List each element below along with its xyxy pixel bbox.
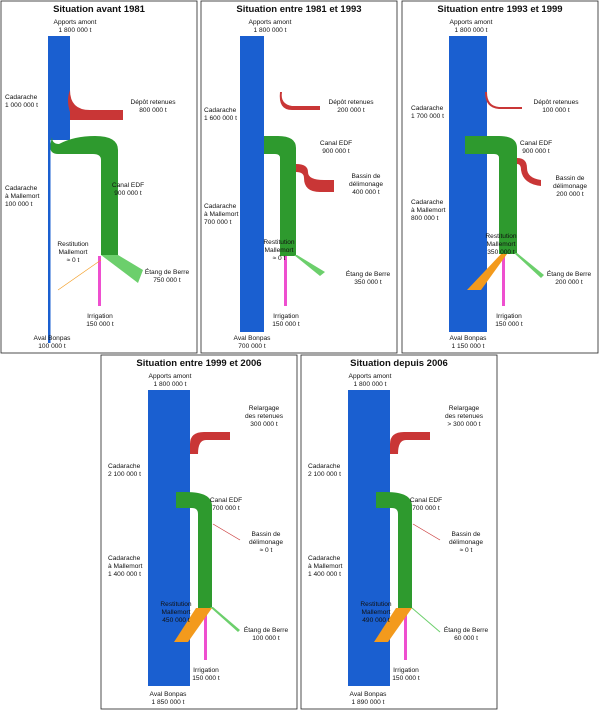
restitution-flow xyxy=(374,608,412,642)
panel-1981-1993: Situation entre 1981 et 1993 Apports amo… xyxy=(200,0,398,354)
bassin-flow xyxy=(517,158,541,186)
bassin-flow xyxy=(412,523,441,541)
cadarache-flow xyxy=(240,36,264,332)
panel-title: Situation entre 1981 et 1993 xyxy=(236,4,361,15)
berre-flow xyxy=(210,607,240,632)
depot-flow xyxy=(279,92,320,110)
berre-flow xyxy=(411,607,441,633)
canal-flow xyxy=(465,136,517,254)
berre-flow xyxy=(514,253,544,278)
panel-1993-1999: Situation entre 1993 et 1999 Apports amo… xyxy=(401,0,599,354)
restitution-flow xyxy=(57,259,102,291)
panel-title: Situation entre 1999 et 2006 xyxy=(136,358,261,369)
irrigation-flow xyxy=(284,256,287,306)
panel-frame xyxy=(200,0,398,354)
depot-flow xyxy=(390,432,430,454)
irrigation-flow xyxy=(98,256,101,306)
restitution-flow xyxy=(467,254,507,290)
canal-flow xyxy=(50,136,118,255)
berre-flow xyxy=(294,255,325,276)
canal-flow xyxy=(376,492,412,608)
berre-flow xyxy=(101,255,143,283)
panel-title: Situation avant 1981 xyxy=(53,4,146,15)
depot-flow xyxy=(485,92,522,109)
depot-flow xyxy=(68,90,123,120)
restitution-flow xyxy=(174,608,212,642)
irrigation-flow xyxy=(404,608,407,660)
mallemort-flow xyxy=(48,137,51,343)
irrigation-flow xyxy=(204,608,207,660)
irrigation-flow xyxy=(502,254,505,306)
depot-flow xyxy=(190,432,230,454)
canal-flow xyxy=(176,492,212,608)
bassin-flow xyxy=(212,523,241,541)
panel-1999-2006: Situation entre 1999 et 2006 Apports amo… xyxy=(100,354,298,710)
cadarache-flow xyxy=(48,36,70,140)
panel-title: Situation entre 1993 et 1999 xyxy=(437,4,562,15)
bassin-flow xyxy=(296,164,334,192)
canal-flow xyxy=(264,136,296,256)
panel-title: Situation depuis 2006 xyxy=(350,358,448,369)
